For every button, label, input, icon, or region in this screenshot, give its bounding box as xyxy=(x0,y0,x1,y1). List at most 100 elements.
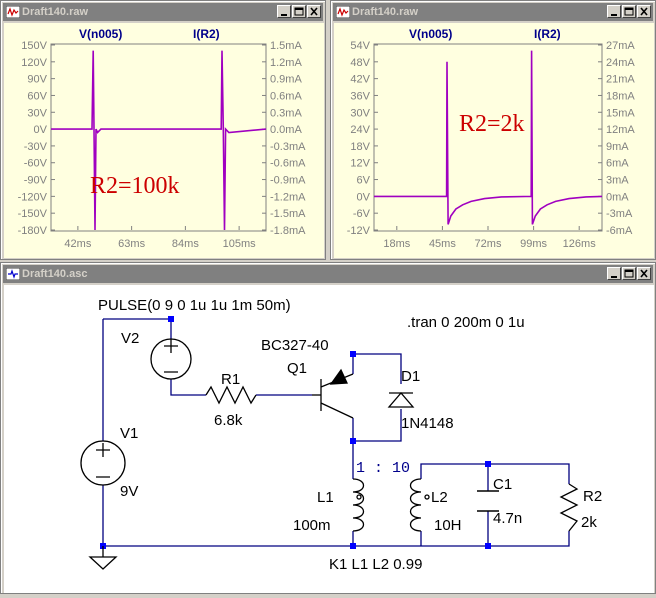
schematic-window[interactable]: Draft140.asc xyxy=(0,262,656,594)
y-tick-label-left: 60V xyxy=(27,90,47,102)
c1-value[interactable]: 4.7n xyxy=(493,510,522,527)
waveform-icon xyxy=(6,6,20,18)
minimize-icon xyxy=(611,276,617,278)
c1-capacitor[interactable] xyxy=(477,490,499,512)
close-icon xyxy=(310,7,318,16)
x-tick-label: 42ms xyxy=(64,238,91,250)
y-tick-label-right: 24mA xyxy=(606,57,635,69)
q1-transistor[interactable] xyxy=(312,368,354,419)
node xyxy=(350,438,356,444)
q1-label[interactable]: Q1 xyxy=(287,360,307,377)
maximize-button[interactable] xyxy=(622,5,636,18)
y-tick-label-left: 6V xyxy=(357,175,371,187)
l2-value[interactable]: 10H xyxy=(434,517,462,534)
l2-label[interactable]: L2 xyxy=(431,489,448,506)
maximize-button[interactable] xyxy=(622,267,636,280)
d1-diode[interactable] xyxy=(387,392,415,408)
wire-emitter xyxy=(352,409,402,442)
close-button[interactable] xyxy=(637,5,651,18)
l1-label[interactable]: L1 xyxy=(317,489,334,506)
pulse-directive[interactable]: PULSE(0 9 0 1u 1u 1m 50m) xyxy=(98,297,291,314)
node xyxy=(485,543,491,549)
y-tick-label-left: 18V xyxy=(350,141,370,153)
y-tick-label-right: -0.6mA xyxy=(270,158,306,170)
r1-label[interactable]: R1 xyxy=(221,371,240,388)
r1-resistor[interactable] xyxy=(205,385,257,405)
v1-label[interactable]: V1 xyxy=(120,425,138,442)
maximize-button[interactable] xyxy=(292,5,306,18)
maximize-icon xyxy=(294,7,304,16)
wires[interactable] xyxy=(102,318,570,547)
y-tick-label-right: 0mA xyxy=(606,191,629,203)
plot-window-right-title: Draft140.raw xyxy=(352,6,419,18)
coupling-directive[interactable]: K1 L1 L2 0.99 xyxy=(329,556,422,573)
minimize-button[interactable] xyxy=(607,267,621,280)
y-tick-label-left: 90V xyxy=(27,74,47,86)
node xyxy=(350,543,356,549)
trace-label-voltage[interactable]: V(n005) xyxy=(409,27,452,41)
plot-window-left-titlebar[interactable]: Draft140.raw xyxy=(3,3,323,21)
minimize-icon xyxy=(611,14,617,16)
l1-value[interactable]: 100m xyxy=(293,517,331,534)
close-icon xyxy=(640,269,648,278)
l1-inductor[interactable] xyxy=(352,478,365,532)
schematic-window-titlebar[interactable]: Draft140.asc xyxy=(3,265,653,283)
x-tick-label: 105ms xyxy=(223,238,257,250)
r2-value[interactable]: 2k xyxy=(581,514,597,531)
y-tick-label-right: -3mA xyxy=(606,208,633,220)
y-tick-label-left: 24V xyxy=(350,124,370,136)
plot-frame xyxy=(50,43,267,232)
plot-window-right-titlebar[interactable]: Draft140.raw xyxy=(333,3,653,21)
close-button[interactable] xyxy=(637,267,651,280)
schematic-svg[interactable]: PULSE(0 9 0 1u 1u 1m 50m) .tran 0 200m 0… xyxy=(4,285,654,593)
trace-label-current[interactable]: I(R2) xyxy=(534,27,561,41)
d1-model[interactable]: 1N4148 xyxy=(401,415,454,432)
annotation-r2-2k: R2=2k xyxy=(459,111,525,137)
r2-label[interactable]: R2 xyxy=(583,488,602,505)
c1-label[interactable]: C1 xyxy=(493,476,512,493)
y-tick-label-left: -60V xyxy=(24,158,48,170)
trace-v-n005[interactable] xyxy=(51,50,267,231)
y-tick-label-left: -90V xyxy=(24,175,48,187)
d1-label[interactable]: D1 xyxy=(401,368,420,385)
trace-label-current[interactable]: I(R2) xyxy=(193,27,220,41)
v1-source[interactable] xyxy=(80,440,126,486)
y-tick-label-left: 48V xyxy=(350,57,370,69)
tran-directive[interactable]: .tran 0 200m 0 1u xyxy=(407,314,525,331)
y-tick-label-right: -0.3mA xyxy=(270,141,306,153)
minimize-button[interactable] xyxy=(277,5,291,18)
v1-value[interactable]: 9V xyxy=(120,483,138,500)
minimize-icon xyxy=(281,14,287,16)
y-tick-label-right: 21mA xyxy=(606,74,635,86)
y-tick-label-left: 0V xyxy=(357,191,371,203)
r1-value[interactable]: 6.8k xyxy=(214,412,243,429)
y-tick-label-left: -120V xyxy=(18,191,48,203)
schematic-window-title: Draft140.asc xyxy=(22,268,88,280)
q1-model[interactable]: BC327-40 xyxy=(261,337,329,354)
close-button[interactable] xyxy=(307,5,321,18)
trace-label-voltage[interactable]: V(n005) xyxy=(79,27,122,41)
y-tick-label-right: 18mA xyxy=(606,90,635,102)
schematic-icon xyxy=(6,268,20,280)
schematic-canvas[interactable]: PULSE(0 9 0 1u 1u 1m 50m) .tran 0 200m 0… xyxy=(4,285,654,593)
trace-v-n005[interactable] xyxy=(374,50,603,225)
wire-collector xyxy=(352,353,402,384)
r2-resistor[interactable] xyxy=(559,483,579,532)
y-tick-label-left: 42V xyxy=(350,74,370,86)
y-tick-label-right: 0.3mA xyxy=(270,107,302,119)
x-tick-label: 45ms xyxy=(429,238,456,250)
v2-label[interactable]: V2 xyxy=(121,330,139,347)
l2-inductor[interactable] xyxy=(409,478,430,532)
v2-source[interactable] xyxy=(150,338,192,380)
y-tick-label-right: -6mA xyxy=(606,225,633,237)
y-tick-label-left: 54V xyxy=(350,40,370,52)
minimize-button[interactable] xyxy=(607,5,621,18)
waveform-icon xyxy=(336,6,350,18)
y-tick-label-left: -150V xyxy=(18,208,48,220)
